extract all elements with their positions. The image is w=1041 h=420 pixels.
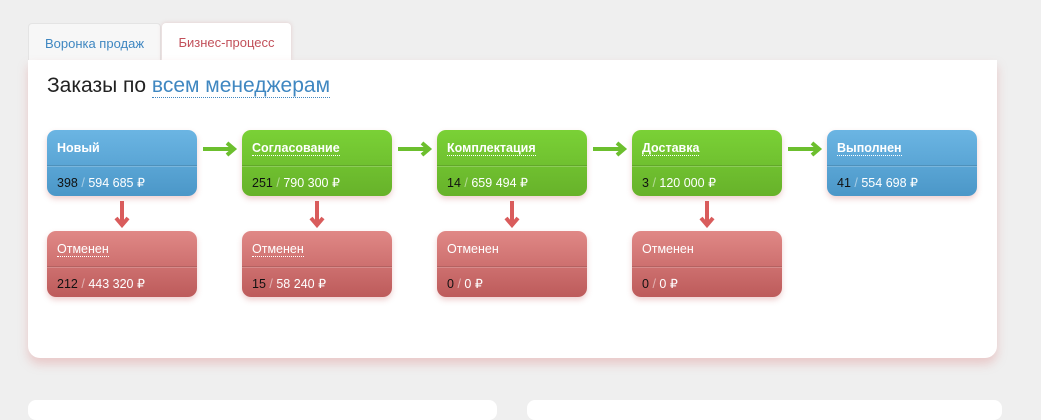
order-sum: 554 698 <box>861 176 907 190</box>
separator: / <box>652 277 656 291</box>
bottom-panel-left <box>28 400 497 420</box>
order-sum: 443 320 <box>88 277 134 291</box>
ruble-icon: ₽ <box>331 176 340 190</box>
arrow-right-icon <box>203 141 238 157</box>
arrow-right-icon <box>788 141 823 157</box>
separator: / <box>464 176 468 190</box>
page-title: Заказы по всем менеджерам <box>47 74 331 98</box>
order-sum: 594 685 <box>88 176 134 190</box>
cancelled-box-3[interactable]: Отменен 0 / 0 ₽ <box>632 231 782 297</box>
stage-name[interactable]: Доставка <box>642 141 700 156</box>
ruble-icon: ₽ <box>318 277 327 291</box>
arrow-down-icon <box>699 201 715 228</box>
order-count: 41 <box>837 176 851 190</box>
ruble-icon: ₽ <box>474 277 483 291</box>
separator: / <box>276 176 280 190</box>
stage-name[interactable]: Отменен <box>252 242 304 257</box>
stage-box-4[interactable]: Выполнен 41 / 554 698 ₽ <box>827 130 977 196</box>
stage-name[interactable]: Новый <box>57 141 100 155</box>
order-count: 0 <box>642 277 649 291</box>
stage-box-3[interactable]: Доставка 3 / 120 000 ₽ <box>632 130 782 196</box>
arrow-down-icon <box>114 201 130 228</box>
order-count: 15 <box>252 277 266 291</box>
separator: / <box>269 277 273 291</box>
order-count: 0 <box>447 277 454 291</box>
separator: / <box>652 176 656 190</box>
stage-name[interactable]: Отменен <box>642 242 694 256</box>
arrow-down-icon <box>309 201 325 228</box>
ruble-icon: ₽ <box>136 176 145 190</box>
arrow-down-icon <box>504 201 520 228</box>
order-sum: 58 240 <box>276 277 315 291</box>
arrow-right-icon <box>593 141 628 157</box>
order-count: 3 <box>642 176 649 190</box>
separator: / <box>81 176 85 190</box>
separator: / <box>854 176 858 190</box>
stage-box-0[interactable]: Новый 398 / 594 685 ₽ <box>47 130 197 196</box>
separator: / <box>81 277 85 291</box>
stage-name[interactable]: Отменен <box>447 242 499 256</box>
order-count: 251 <box>252 176 273 190</box>
manager-filter-link[interactable]: всем менеджерам <box>151 74 331 98</box>
order-sum: 0 <box>659 277 667 291</box>
order-sum: 120 000 <box>659 176 705 190</box>
tab-business-process[interactable]: Бизнес-процесс <box>162 23 291 60</box>
bottom-panel-right <box>527 400 1002 420</box>
separator: / <box>457 277 461 291</box>
order-count: 14 <box>447 176 461 190</box>
arrow-right-icon <box>398 141 433 157</box>
order-sum: 659 494 <box>471 176 517 190</box>
ruble-icon: ₽ <box>708 176 717 190</box>
title-prefix: Заказы по <box>47 74 147 97</box>
order-sum: 0 <box>464 277 472 291</box>
stage-box-2[interactable]: Комплектация 14 / 659 494 ₽ <box>437 130 587 196</box>
cancelled-box-2[interactable]: Отменен 0 / 0 ₽ <box>437 231 587 297</box>
ruble-icon: ₽ <box>136 277 145 291</box>
order-count: 398 <box>57 176 78 190</box>
stage-box-1[interactable]: Согласование 251 / 790 300 ₽ <box>242 130 392 196</box>
ruble-icon: ₽ <box>520 176 528 190</box>
stage-name[interactable]: Выполнен <box>837 141 902 156</box>
cancelled-box-0[interactable]: Отменен 212 / 443 320 ₽ <box>47 231 197 297</box>
tab-sales-funnel[interactable]: Воронка продаж <box>28 23 161 60</box>
order-sum: 790 300 <box>283 176 329 190</box>
stage-name[interactable]: Согласование <box>252 141 340 156</box>
ruble-icon: ₽ <box>669 277 678 291</box>
cancelled-box-1[interactable]: Отменен 15 / 58 240 ₽ <box>242 231 392 297</box>
stage-name[interactable]: Отменен <box>57 242 109 257</box>
stage-name[interactable]: Комплектация <box>447 141 536 156</box>
ruble-icon: ₽ <box>910 176 918 190</box>
order-count: 212 <box>57 277 78 291</box>
